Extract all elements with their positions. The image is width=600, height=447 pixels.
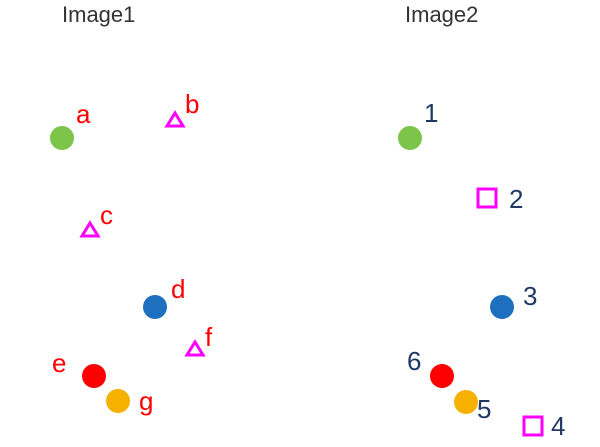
marker-f-triangle xyxy=(184,339,206,357)
marker-6-label: 6 xyxy=(407,346,421,376)
image2-marker-1: 1 xyxy=(398,98,438,150)
marker-4-square xyxy=(522,415,544,437)
marker-c-triangle xyxy=(79,220,101,238)
marker-f-label: f xyxy=(205,322,213,352)
marker-e-label: e xyxy=(52,348,66,378)
marker-d-circle xyxy=(143,295,167,319)
marker-b-label: b xyxy=(185,89,199,119)
image1-marker-a: a xyxy=(50,99,91,150)
image2-marker-5: 5 xyxy=(454,390,491,424)
image2-marker-3: 3 xyxy=(490,281,537,319)
image1-marker-f: f xyxy=(184,322,213,357)
marker-g-circle xyxy=(106,389,130,413)
panel-title-image1: Image1 xyxy=(62,2,135,27)
marker-a-circle xyxy=(50,126,74,150)
marker-c-label: c xyxy=(100,200,113,230)
image1-marker-e: e xyxy=(52,348,106,388)
panel-title-image2: Image2 xyxy=(405,2,478,27)
marker-4-label: 4 xyxy=(551,411,565,441)
marker-b-triangle xyxy=(164,110,186,128)
image1-marker-c: c xyxy=(79,200,113,238)
marker-2-label: 2 xyxy=(509,184,523,214)
marker-3-circle xyxy=(490,295,514,319)
image1-marker-b: b xyxy=(164,89,199,128)
marker-a-label: a xyxy=(76,99,91,129)
image2-marker-6: 6 xyxy=(407,346,454,388)
marker-g-label: g xyxy=(139,386,153,416)
image2-marker-4: 4 xyxy=(522,411,565,441)
marker-5-label: 5 xyxy=(477,394,491,424)
marker-5-circle xyxy=(454,390,478,414)
image1-marker-d: d xyxy=(143,274,185,319)
image1-marker-g: g xyxy=(106,386,153,416)
marker-6-circle xyxy=(430,364,454,388)
marker-e-circle xyxy=(82,364,106,388)
image2-marker-2: 2 xyxy=(476,184,523,214)
marker-d-label: d xyxy=(171,274,185,304)
marker-1-circle xyxy=(398,126,422,150)
marker-3-label: 3 xyxy=(523,281,537,311)
marker-1-label: 1 xyxy=(424,98,438,128)
marker-2-square xyxy=(476,187,498,209)
